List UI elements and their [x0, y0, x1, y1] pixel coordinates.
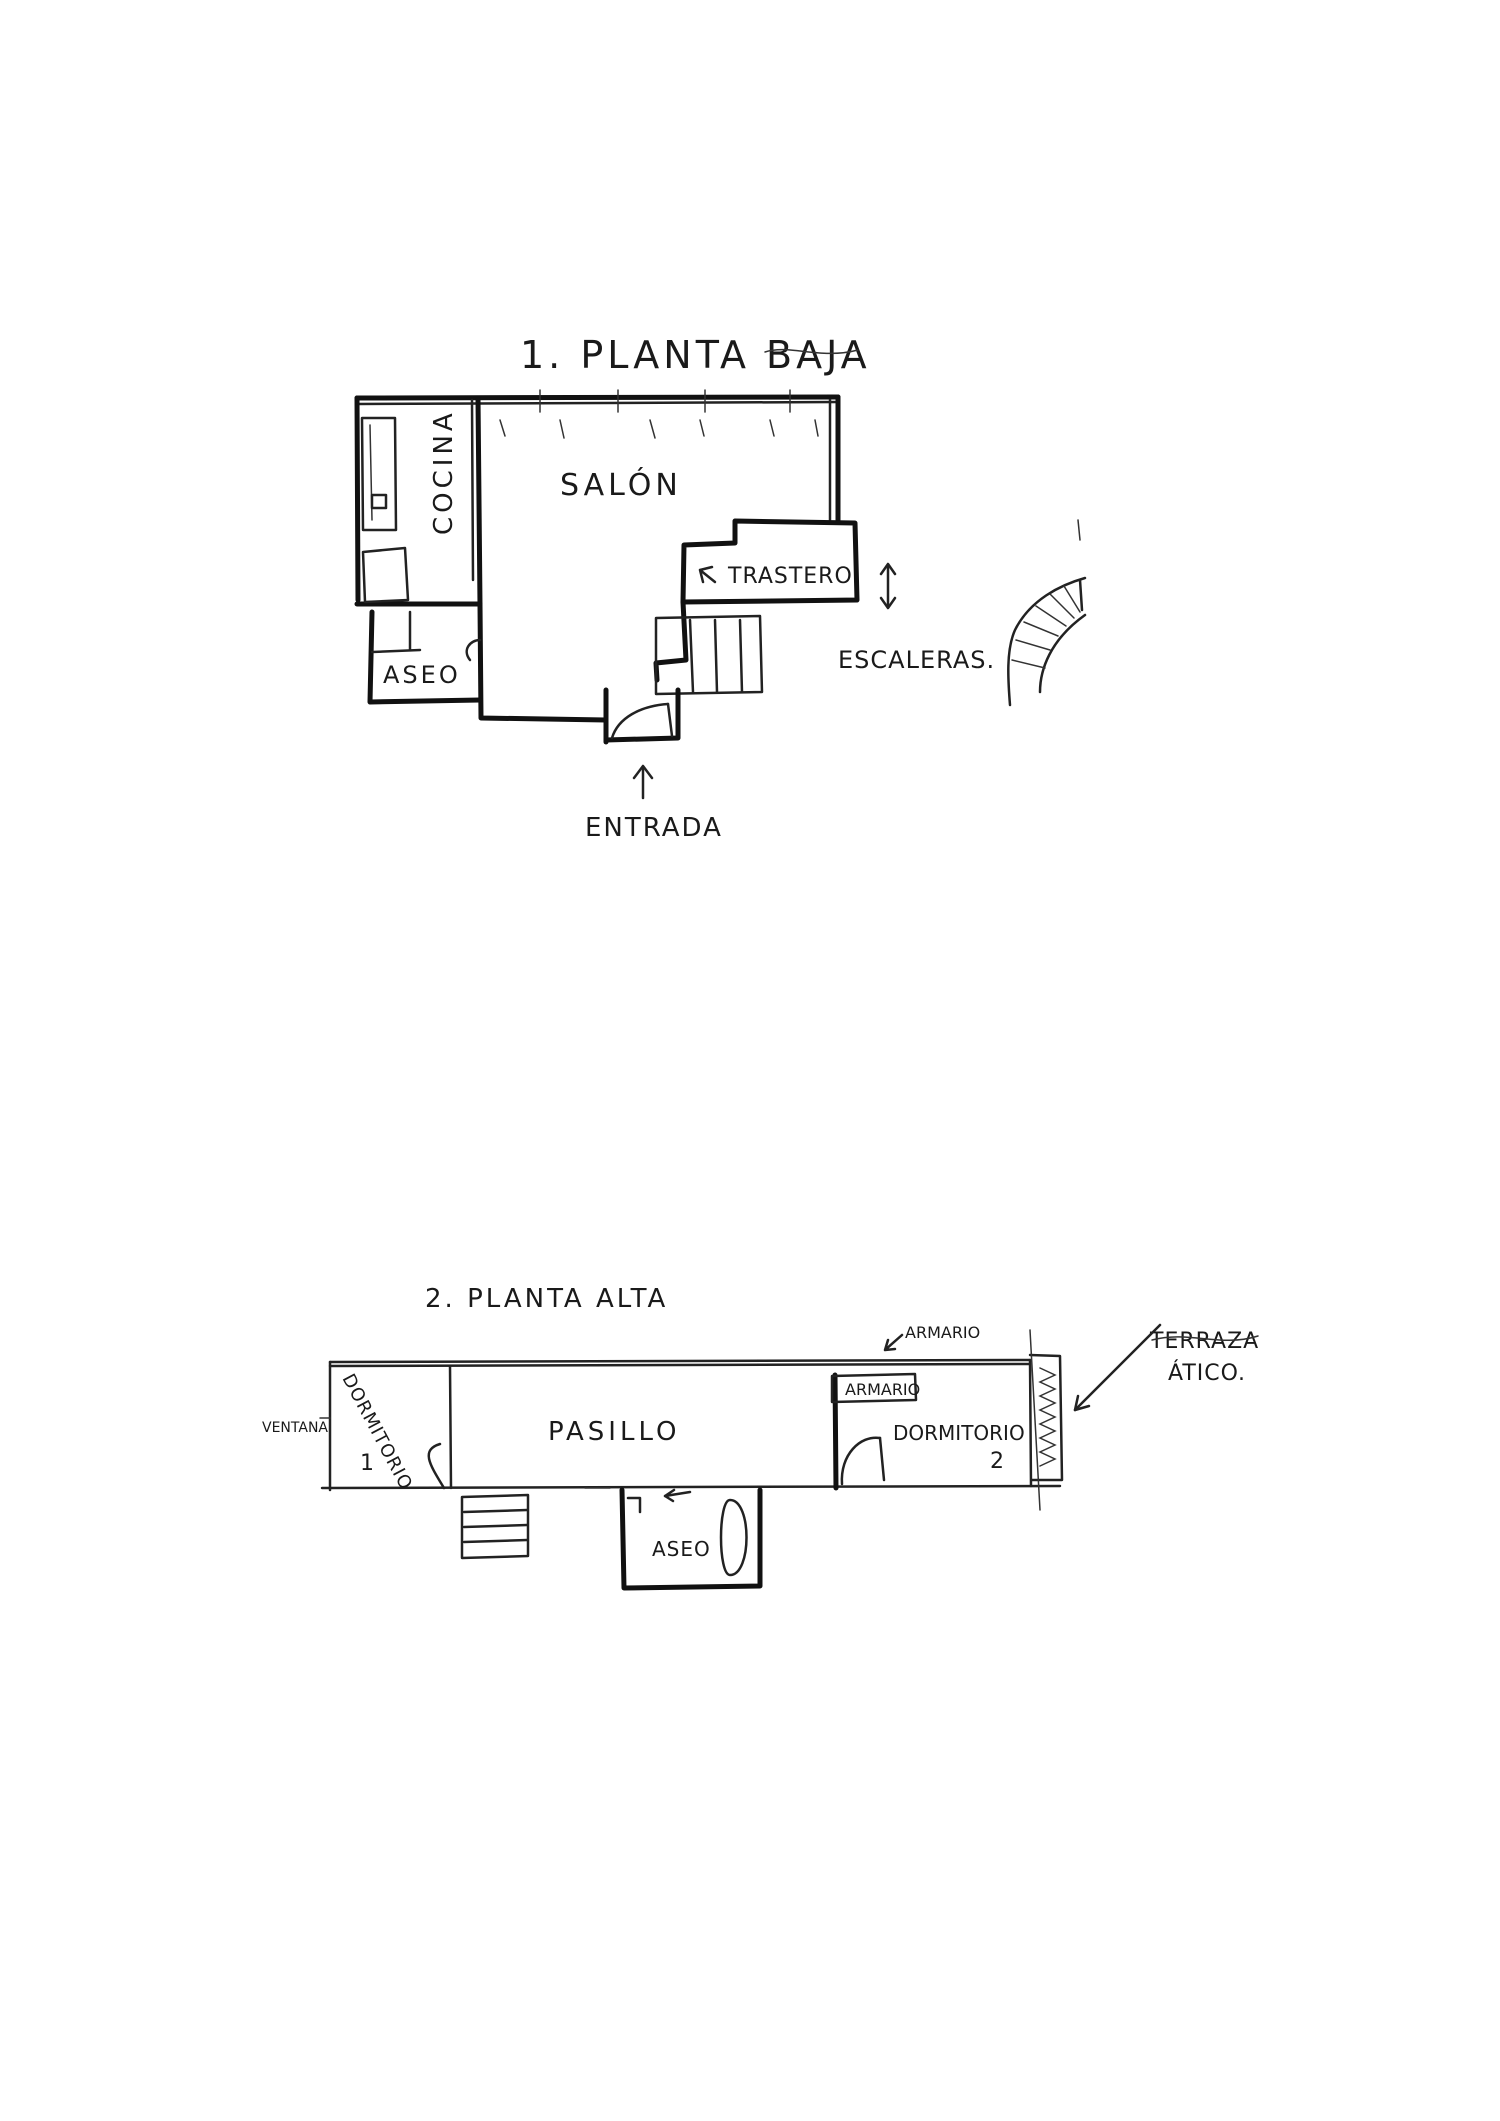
label-ventana: VENTANA: [262, 1420, 328, 1436]
label-armario: ARMARIO: [905, 1323, 980, 1342]
entrance-arrow-icon: [632, 764, 654, 800]
dormitorio1-door-swing: [427, 1442, 446, 1490]
plan-planta-baja: 1. PLANTA BAJA: [354, 333, 1087, 843]
atico-leader: [1073, 1323, 1162, 1412]
plan-planta-alta: 2. PLANTA ALTA: [262, 1284, 1259, 1591]
plan1-window-ticks: [499, 389, 819, 439]
label-escaleras: ESCALERAS.: [838, 646, 995, 674]
room-label-dormitorio-1-number: 1: [360, 1451, 374, 1476]
room-label-trastero: TRASTERO: [727, 564, 853, 589]
title-correction-stroke: [764, 348, 859, 355]
label-entrada: ENTRADA: [585, 813, 723, 843]
room-label-cocina: COCINA: [429, 409, 459, 535]
label-terraza: TERRAZA: [1149, 1329, 1259, 1354]
spiral-stairs-sketch: [1007, 519, 1087, 707]
room-label-aseo: ASEO: [383, 661, 461, 689]
room-label-salon: SALÓN: [560, 466, 682, 503]
room-label-dormitorio-1: DORMITORIO: [338, 1370, 417, 1493]
double-arrow-icon: [879, 562, 897, 610]
room-label-aseo-alta: ASEO: [652, 1537, 711, 1561]
plan2-walls: [320, 1329, 1064, 1591]
room-label-armario-box: ARMARIO: [845, 1380, 920, 1399]
room-label-pasillo: PASILLO: [548, 1417, 680, 1447]
armario-arrow-icon: [883, 1333, 904, 1352]
plan2-title: 2. PLANTA ALTA: [425, 1284, 668, 1314]
trastero-arrow-icon: [698, 565, 717, 584]
cocina-fixtures: [360, 416, 410, 604]
dormitorio2-door-swing: [840, 1436, 882, 1486]
atico-arrow-icon: [1073, 1394, 1091, 1412]
room-label-dormitorio-2-number: 2: [990, 1449, 1004, 1474]
plan1-walls: [354, 394, 860, 745]
aseo-arrow-icon: [663, 1488, 692, 1503]
terraza-strike: [1151, 1335, 1259, 1342]
label-atico: ÁTICO.: [1168, 1360, 1246, 1386]
plan1-title: 1. PLANTA BAJA: [520, 333, 871, 377]
room-label-dormitorio-2: DORMITORIO: [893, 1421, 1025, 1445]
